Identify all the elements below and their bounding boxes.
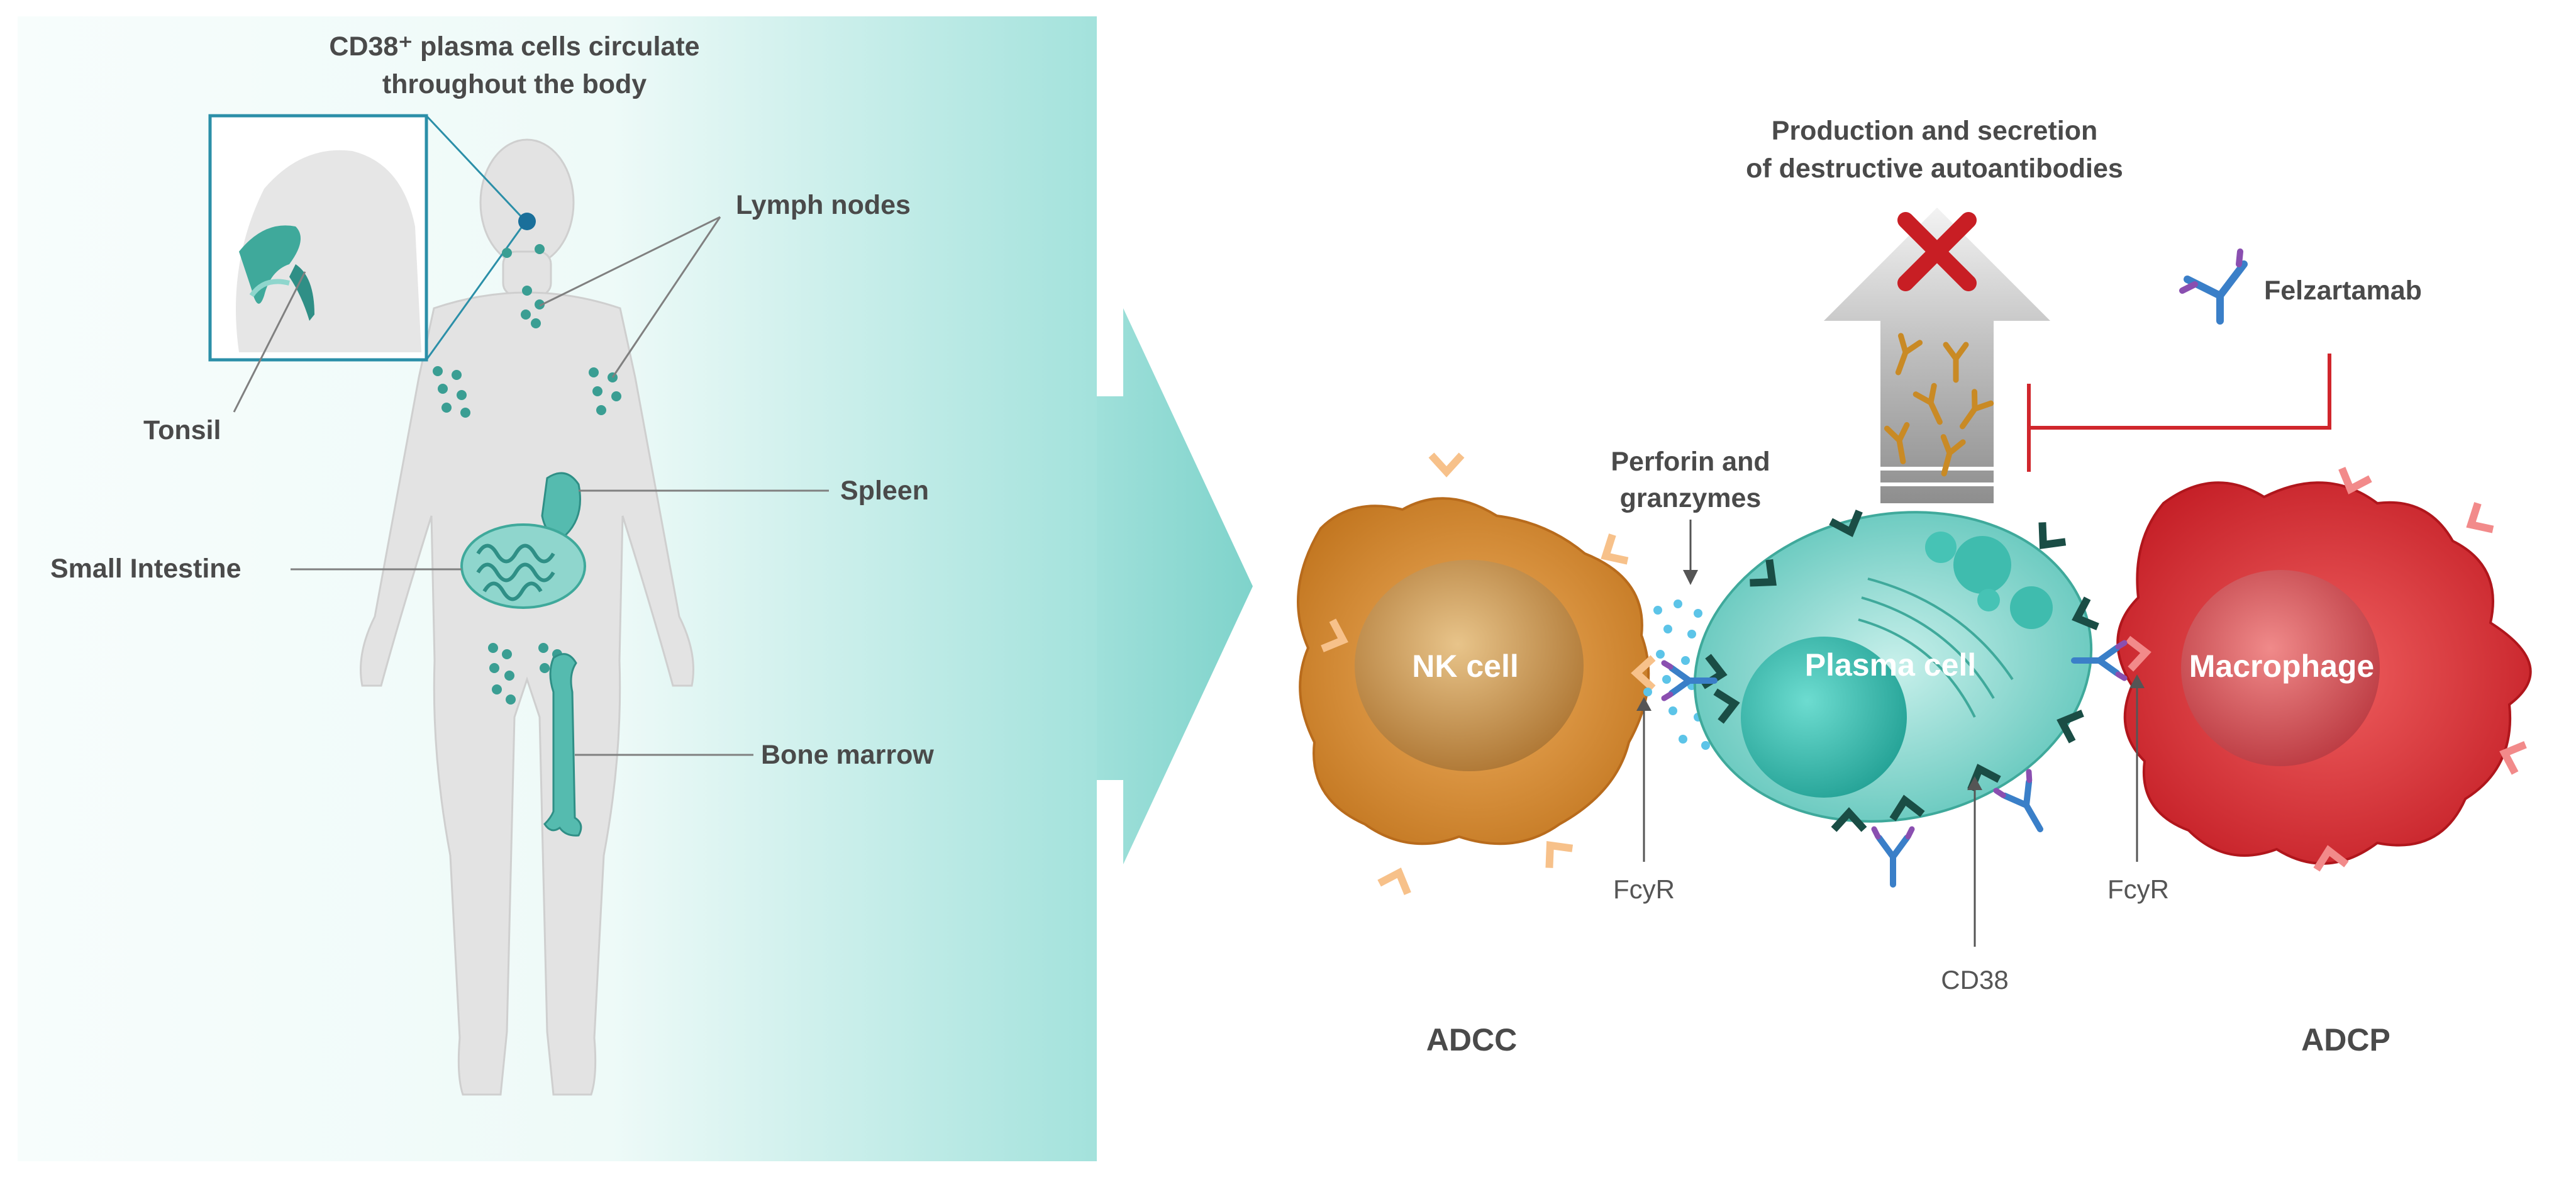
nk-cell-label: NK cell xyxy=(1412,649,1519,684)
secretion-up-arrow xyxy=(1824,208,2050,503)
perforin-label-line2: granzymes xyxy=(1620,483,1762,513)
label-spleen: Spleen xyxy=(840,476,929,506)
perforin-pointer-arrowhead xyxy=(1683,570,1698,585)
plasma-cell xyxy=(1693,476,2121,857)
left-title-line2: throughout the body xyxy=(382,69,647,99)
perforin-label-line1: Perforin and xyxy=(1611,447,1770,477)
human-body-silhouette xyxy=(360,138,694,1096)
adcc-label: ADCC xyxy=(1426,1022,1517,1057)
left-leader-lines xyxy=(233,216,829,756)
receptor-pointer-arrowheads xyxy=(1636,674,2145,790)
secretion-title-line1: Production and secretion xyxy=(1772,116,2097,146)
blocked-x-icon xyxy=(1897,212,1977,291)
lymph-node-dots xyxy=(433,244,621,705)
macrophage-cell xyxy=(2116,472,2532,866)
felzartamab-legend-icon xyxy=(2179,248,2248,325)
plasma-cell-label: Plasma cell xyxy=(1805,647,1976,683)
adcp-label: ADCP xyxy=(2301,1022,2390,1057)
label-lymph-nodes: Lymph nodes xyxy=(736,190,911,220)
secretion-arrow-stripes xyxy=(1880,467,1994,486)
tonsil-marker-dot xyxy=(518,213,536,230)
felzartamab-antibodies-bound xyxy=(1661,640,2128,888)
fcyr-left-label: FcyR xyxy=(1613,874,1675,904)
macrophage-label: Macrophage xyxy=(2189,649,2375,684)
label-small-intestine: Small Intestine xyxy=(50,554,241,584)
tonsil-inset xyxy=(208,114,536,362)
label-tonsil: Tonsil xyxy=(143,415,221,445)
secretion-title-line2: of destructive autoantibodies xyxy=(1746,153,2123,184)
small-intestine-organ xyxy=(460,523,586,609)
left-title-line1: CD38⁺ plasma cells circulate xyxy=(329,31,699,62)
transition-chevron-arrow xyxy=(1097,308,1253,864)
cd38-label: CD38 xyxy=(1941,965,2008,995)
femur-bone-marrow xyxy=(543,653,582,837)
inhibition-line xyxy=(2029,354,2331,430)
felzartamab-legend-label: Felzartamab xyxy=(2264,276,2422,306)
nk-cell xyxy=(1297,458,1650,890)
fcyr-right-label: FcyR xyxy=(2107,874,2169,904)
label-bone-marrow: Bone marrow xyxy=(761,740,934,770)
receptor-pointer-lines xyxy=(1643,684,2138,947)
